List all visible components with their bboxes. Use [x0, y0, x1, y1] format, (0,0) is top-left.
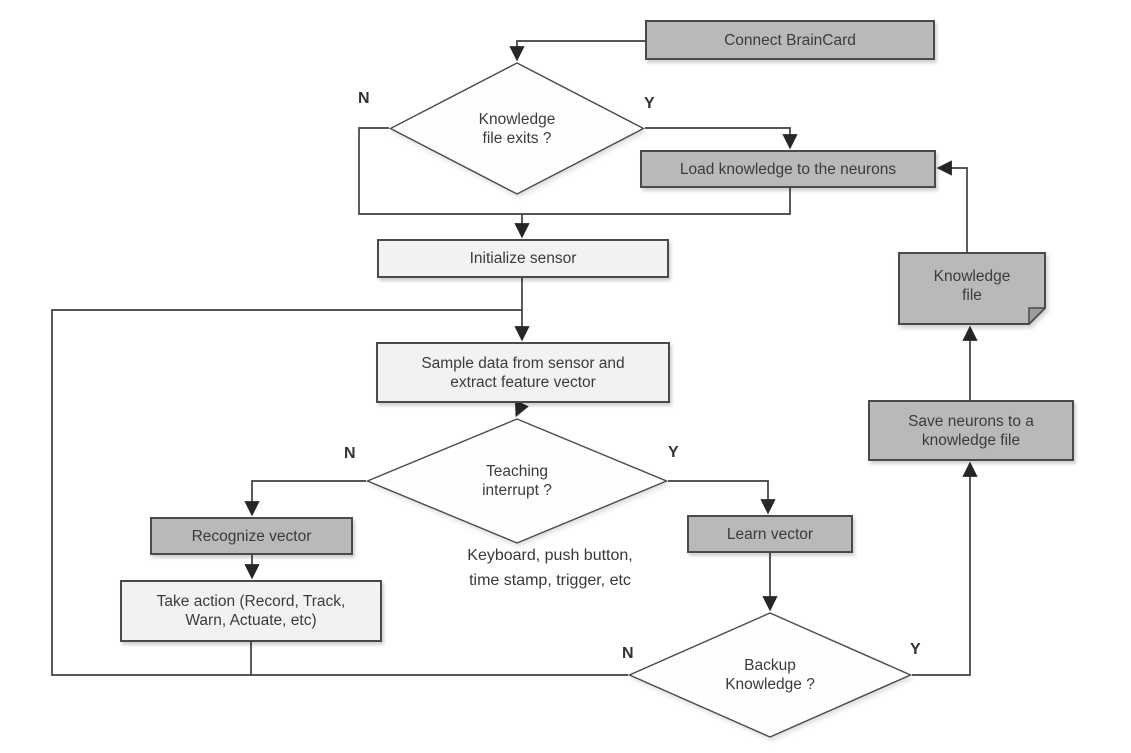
node-knowledge-file-document: Knowledge file — [898, 252, 1046, 325]
decision-knowledge-file-exists: Knowledge file exits ? — [389, 62, 645, 195]
node-sample-data: Sample data from sensor and extract feat… — [376, 342, 670, 403]
node-label: Recognize vector — [191, 527, 312, 545]
node-label: Connect BrainCard — [724, 31, 856, 49]
branch-label-no: N — [344, 445, 356, 462]
diamond-shape — [366, 418, 668, 544]
node-initialize-sensor: Initialize sensor — [377, 239, 669, 278]
branch-label-no: N — [622, 645, 634, 662]
decision-teaching-interrupt: Teaching interrupt ? — [366, 418, 668, 544]
node-label: Take action (Record, Track, — [156, 593, 346, 610]
branch-label-yes: Y — [910, 641, 921, 658]
document-shape — [898, 252, 1046, 325]
node-learn-vector: Learn vector — [687, 515, 853, 553]
node-label: Save neurons to a — [908, 412, 1034, 430]
branch-label-yes: Y — [668, 444, 679, 461]
decision-label: Backup Knowledge ? — [725, 657, 815, 693]
node-label: Knowledge file — [933, 267, 1011, 304]
node-label: Load knowledge to the neurons — [679, 160, 897, 178]
node-label: knowledge file — [921, 431, 1021, 449]
node-save-neurons: Save neurons to a knowledge file — [868, 400, 1074, 461]
decision-label: Knowledge file exits ? — [478, 110, 556, 147]
teaching-interrupt-annotation: Keyboard, push button, time stamp, trigg… — [467, 547, 633, 589]
node-label: Warn, Actuate, etc) — [185, 612, 317, 629]
node-label: Initialize sensor — [469, 250, 577, 267]
decision-label: Teaching interrupt ? — [482, 463, 552, 499]
diamond-shape — [628, 612, 912, 738]
node-load-knowledge: Load knowledge to the neurons — [640, 150, 936, 188]
node-connect-braincard: Connect BrainCard — [645, 20, 935, 60]
decision-backup-knowledge: Backup Knowledge ? — [628, 612, 912, 738]
branch-label-yes: Y — [644, 95, 655, 112]
node-take-action: Take action (Record, Track, Warn, Actuat… — [120, 580, 382, 642]
node-label: extract feature vector — [450, 373, 596, 391]
node-label: Learn vector — [726, 525, 814, 543]
node-label: Sample data from sensor and — [421, 354, 625, 372]
diamond-shape — [389, 62, 645, 195]
node-recognize-vector: Recognize vector — [150, 517, 353, 555]
branch-label-no: N — [358, 90, 370, 107]
